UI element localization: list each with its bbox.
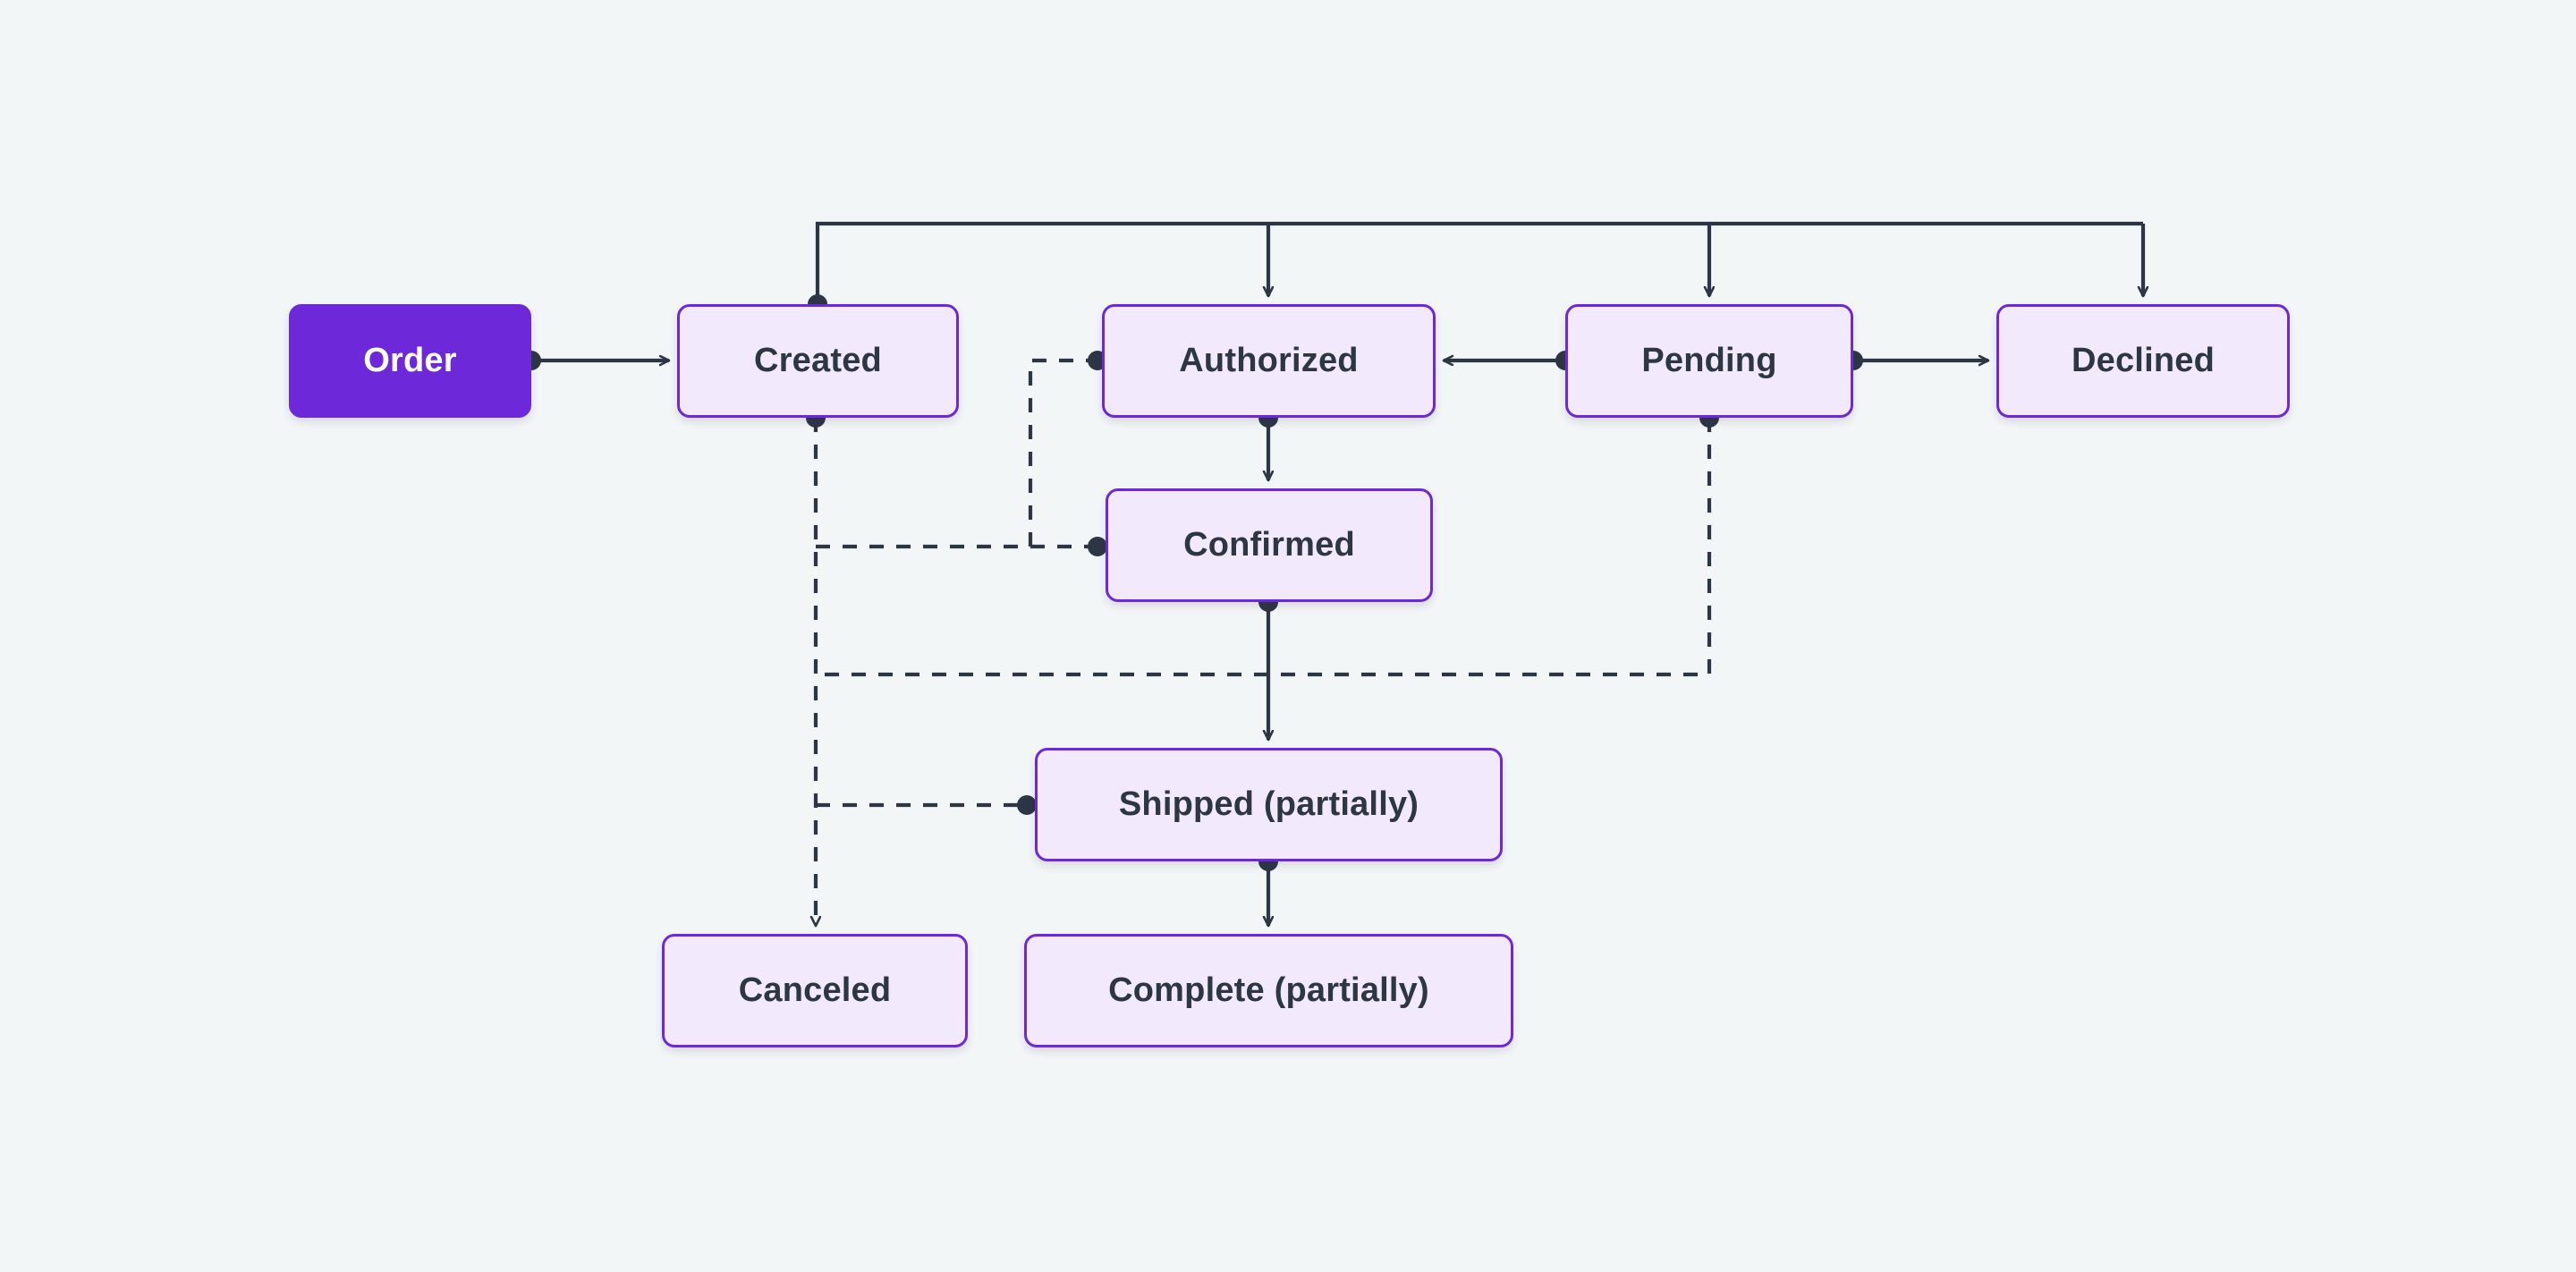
edge-created-confirmed [816, 537, 1107, 556]
node-order[interactable]: Order [289, 304, 531, 418]
node-created-label: Created [754, 342, 882, 379]
node-shipped-partially-label: Shipped (partially) [1118, 785, 1419, 823]
node-pending-label: Pending [1641, 342, 1777, 379]
node-authorized[interactable]: Authorized [1102, 304, 1436, 418]
edge-pending-authorized [1444, 351, 1575, 370]
edge-order-created [521, 351, 669, 370]
node-confirmed[interactable]: Confirmed [1106, 488, 1433, 602]
edge-created-fanout [808, 221, 2143, 314]
node-pending[interactable]: Pending [1565, 304, 1853, 418]
node-order-label: Order [363, 342, 457, 379]
node-complete-partially-label: Complete (partially) [1108, 971, 1429, 1009]
node-canceled-label: Canceled [738, 971, 892, 1009]
node-canceled[interactable]: Canceled [662, 934, 968, 1047]
node-created[interactable]: Created [677, 304, 959, 418]
node-declined-label: Declined [2072, 342, 2215, 379]
node-declined[interactable]: Declined [1996, 304, 2290, 418]
edge-shipped-complete [1258, 852, 1278, 926]
edge-created-canceled [806, 408, 826, 926]
node-authorized-label: Authorized [1179, 342, 1359, 379]
node-complete-partially[interactable]: Complete (partially) [1024, 934, 1513, 1047]
edge-created-shipped [816, 795, 1037, 815]
node-shipped-partially[interactable]: Shipped (partially) [1035, 748, 1503, 861]
edge-confirmed-shipped [1258, 592, 1278, 740]
edge-authorized-confirmed [1258, 408, 1278, 480]
edge-pending-declined [1843, 351, 1988, 370]
node-confirmed-label: Confirmed [1183, 526, 1355, 564]
edge-created-authorized-dashed [1028, 351, 1107, 547]
